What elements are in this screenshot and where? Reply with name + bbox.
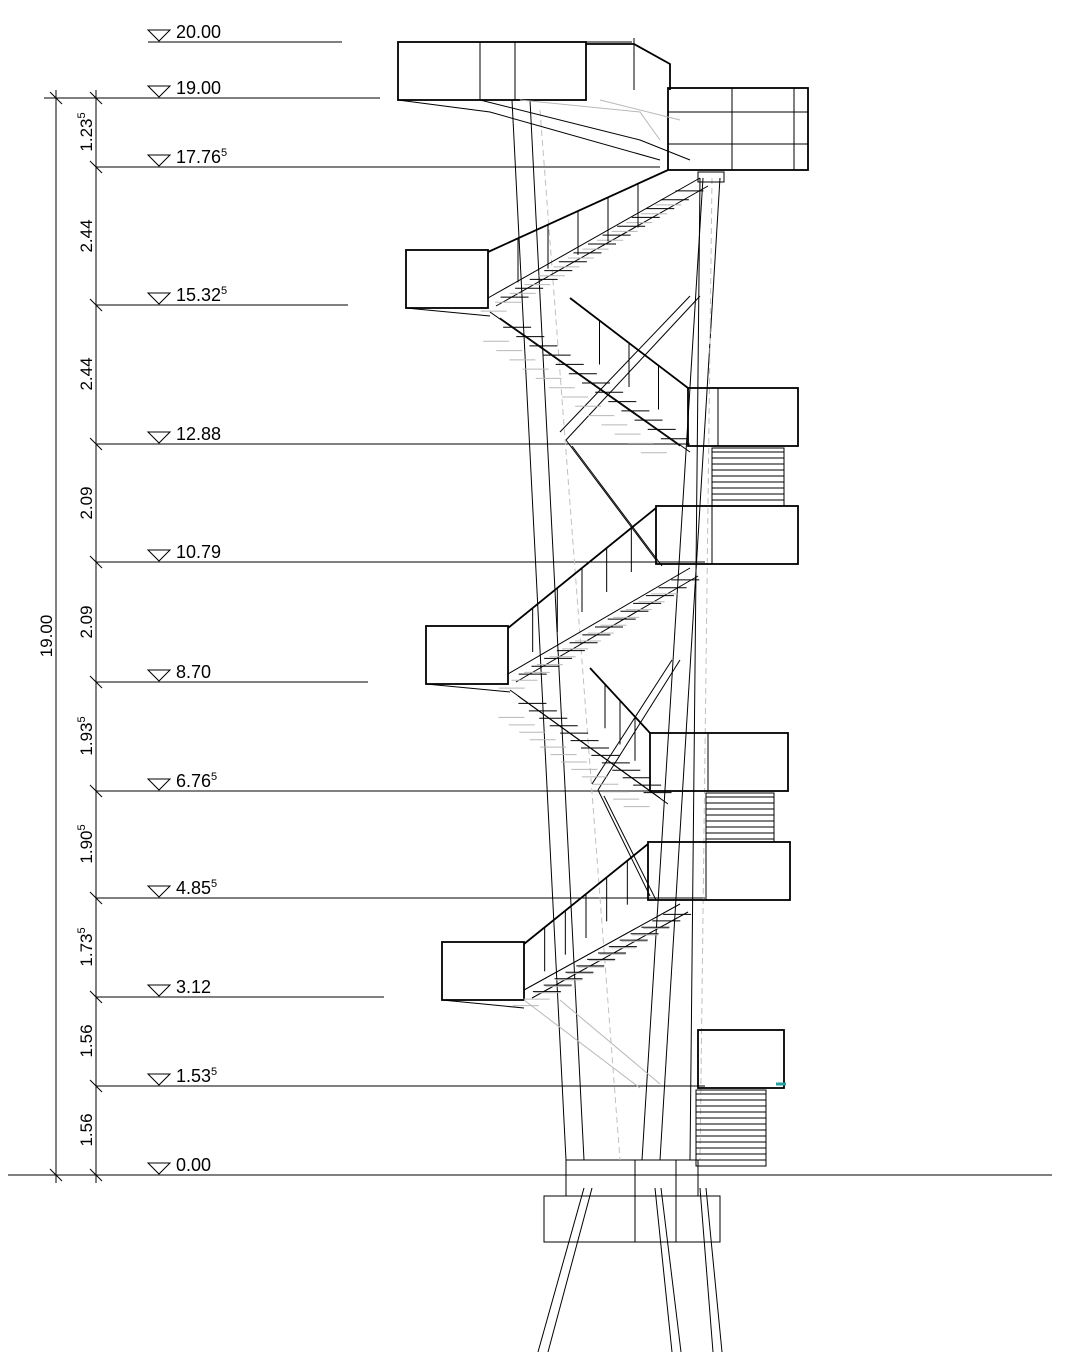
- dimension-tick: [89, 891, 103, 905]
- stair-flights: [480, 169, 709, 1089]
- dimension-tick: [49, 1168, 63, 1182]
- landing-3: [441, 941, 525, 1001]
- dimension-tick: [89, 1079, 103, 1093]
- landing-8: [425, 625, 509, 685]
- level-labels: 20.00 19.00 17.765 15.325 12.88 10.79 8.…: [176, 22, 227, 1175]
- level-marker-icon: [146, 154, 172, 167]
- level-marker-icon: [146, 431, 172, 444]
- segment-label: 1.56: [77, 1113, 96, 1146]
- landing-12: [687, 387, 799, 447]
- landing-6: [649, 732, 789, 792]
- level-label: 4.855: [176, 878, 217, 898]
- level-label: 20.00: [176, 22, 221, 42]
- level-label: 17.765: [176, 147, 227, 167]
- masts: [511, 99, 725, 1161]
- segment-label: 1.235: [76, 112, 96, 151]
- level-label: 1.535: [176, 1066, 217, 1086]
- level-label: 19.00: [176, 78, 221, 98]
- dimension-tick: [49, 91, 63, 105]
- dimension-chain: [44, 90, 103, 1183]
- total-height-label: 19.00: [37, 615, 56, 658]
- level-marker-icon: [146, 885, 172, 898]
- dimension-tick: [89, 990, 103, 1004]
- segment-label: 2.44: [77, 219, 96, 252]
- dimension-tick: [89, 298, 103, 312]
- level-marker-icon: [146, 984, 172, 997]
- landing-15: [405, 249, 489, 309]
- level-markers: [146, 29, 172, 1175]
- level-label: 15.325: [176, 285, 227, 305]
- landing-10: [655, 505, 799, 565]
- landings: [405, 249, 799, 1089]
- top-platform: [397, 38, 809, 171]
- straight-stairs: [695, 447, 785, 1167]
- tower-structure: [397, 38, 809, 1353]
- dimension-tick: [89, 784, 103, 798]
- level-marker-icon: [146, 778, 172, 791]
- foundation: [537, 1159, 723, 1353]
- level-marker-icon: [146, 1073, 172, 1086]
- segment-label: 2.09: [77, 605, 96, 638]
- bracing: [559, 295, 701, 901]
- dimension-tick: [89, 91, 103, 105]
- dimension-tick: [89, 675, 103, 689]
- level-marker-icon: [146, 292, 172, 305]
- segment-label: 1.935: [76, 716, 96, 755]
- segment-label: 1.735: [76, 927, 96, 966]
- level-marker-icon: [146, 669, 172, 682]
- segment-label: 2.44: [77, 357, 96, 390]
- level-label: 10.79: [176, 542, 221, 562]
- dimension-tick: [89, 437, 103, 451]
- level-marker-icon: [146, 29, 172, 42]
- segment-label: 2.09: [77, 486, 96, 519]
- level-label: 3.12: [176, 977, 211, 997]
- dimension-tick: [89, 1168, 103, 1182]
- segment-label: 1.905: [76, 824, 96, 863]
- segment-label: 1.56: [77, 1024, 96, 1057]
- level-label: 0.00: [176, 1155, 211, 1175]
- dimension-tick: [89, 555, 103, 569]
- landing-1: [697, 1029, 785, 1089]
- segment-labels: 1.235 2.44 2.44 2.09 2.09 1.935 1.905 1.…: [37, 112, 96, 1146]
- dimension-tick: [89, 160, 103, 174]
- level-lines: [96, 41, 705, 1087]
- level-marker-icon: [146, 85, 172, 98]
- level-marker-icon: [146, 549, 172, 562]
- level-label: 6.765: [176, 771, 217, 791]
- level-label: 12.88: [176, 424, 221, 444]
- landing-4: [647, 841, 791, 901]
- level-marker-icon: [146, 1162, 172, 1175]
- level-label: 8.70: [176, 662, 211, 682]
